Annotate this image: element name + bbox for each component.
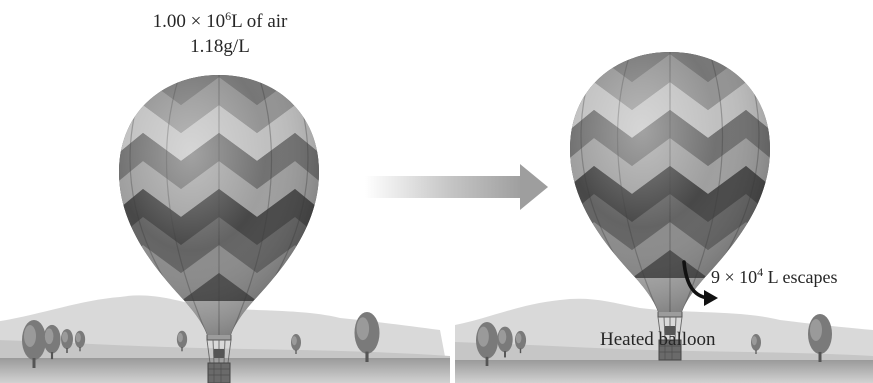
air-volume-label: 1.00 × 106L of air xyxy=(120,10,320,34)
air-density-label: 1.18g/L xyxy=(120,35,320,59)
escape-volume-label: 9 × 104 L escapes xyxy=(711,265,837,289)
process-arrow-icon xyxy=(365,164,548,210)
heated-balloon-caption: Heated balloon xyxy=(600,328,716,352)
escape-prefix: 9 × 10 xyxy=(711,267,757,287)
escape-suffix: L escapes xyxy=(763,267,837,287)
volume-prefix: 1.00 × 10 xyxy=(153,11,225,32)
volume-suffix: L of air xyxy=(231,11,287,32)
